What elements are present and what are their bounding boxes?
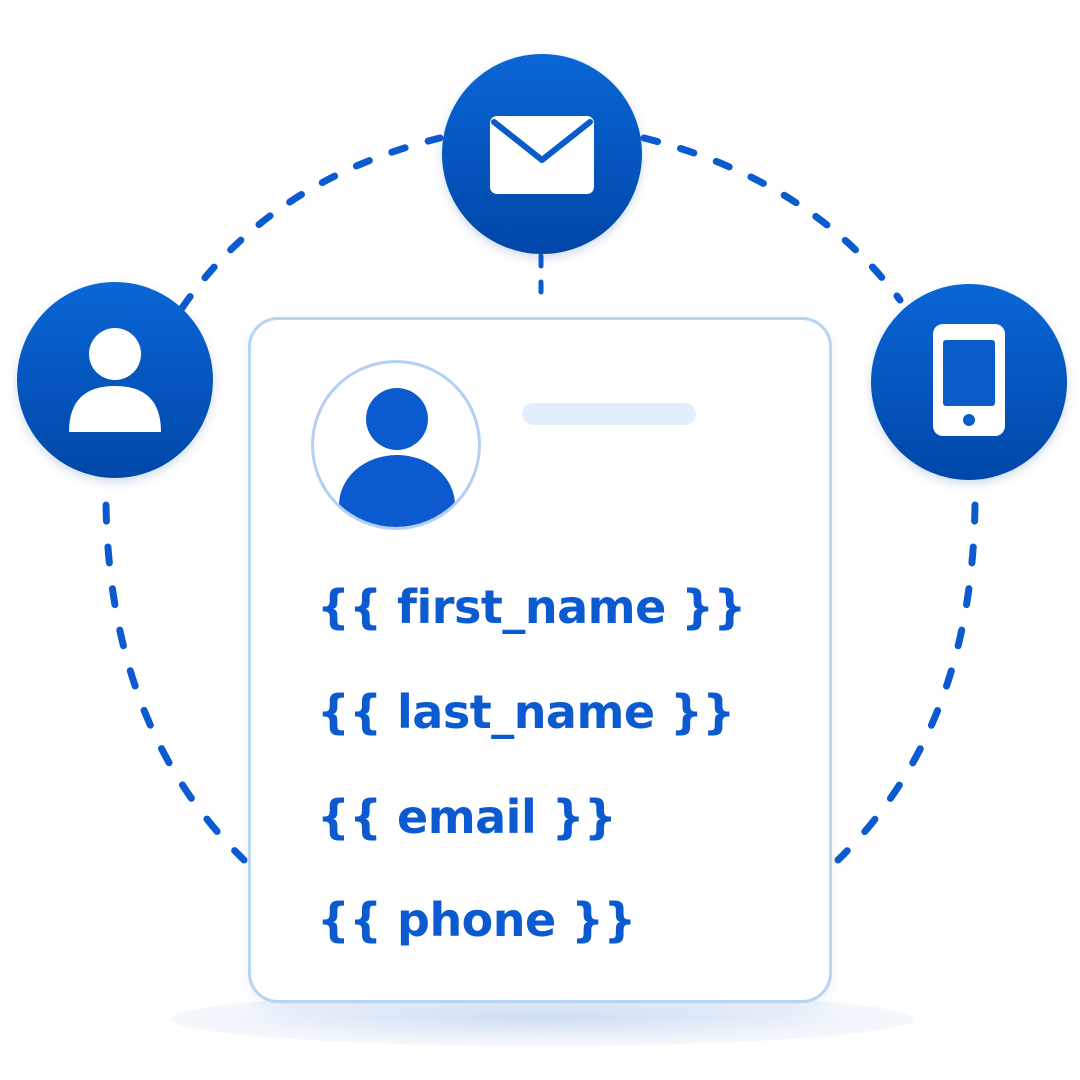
dashed-arc-top-left bbox=[178, 134, 444, 312]
user-avatar-icon bbox=[311, 360, 481, 530]
smartphone-icon bbox=[933, 324, 1005, 436]
user-icon bbox=[69, 328, 161, 432]
field-first-name: {{ first_name }} bbox=[317, 580, 746, 634]
envelope-icon bbox=[490, 116, 594, 194]
field-last-name: {{ last_name }} bbox=[317, 685, 735, 739]
dashed-arc-left bbox=[102, 501, 248, 864]
user-node bbox=[17, 282, 213, 478]
email-node bbox=[442, 54, 642, 254]
phone-node bbox=[871, 284, 1067, 480]
dashed-arc-right bbox=[834, 501, 979, 864]
field-email: {{ email }} bbox=[317, 790, 617, 844]
name-placeholder-bar bbox=[522, 403, 696, 425]
field-phone: {{ phone }} bbox=[317, 893, 636, 947]
dashed-arc-top-right bbox=[640, 134, 904, 304]
contact-card: {{ first_name }} {{ last_name }} {{ emai… bbox=[248, 317, 832, 1003]
